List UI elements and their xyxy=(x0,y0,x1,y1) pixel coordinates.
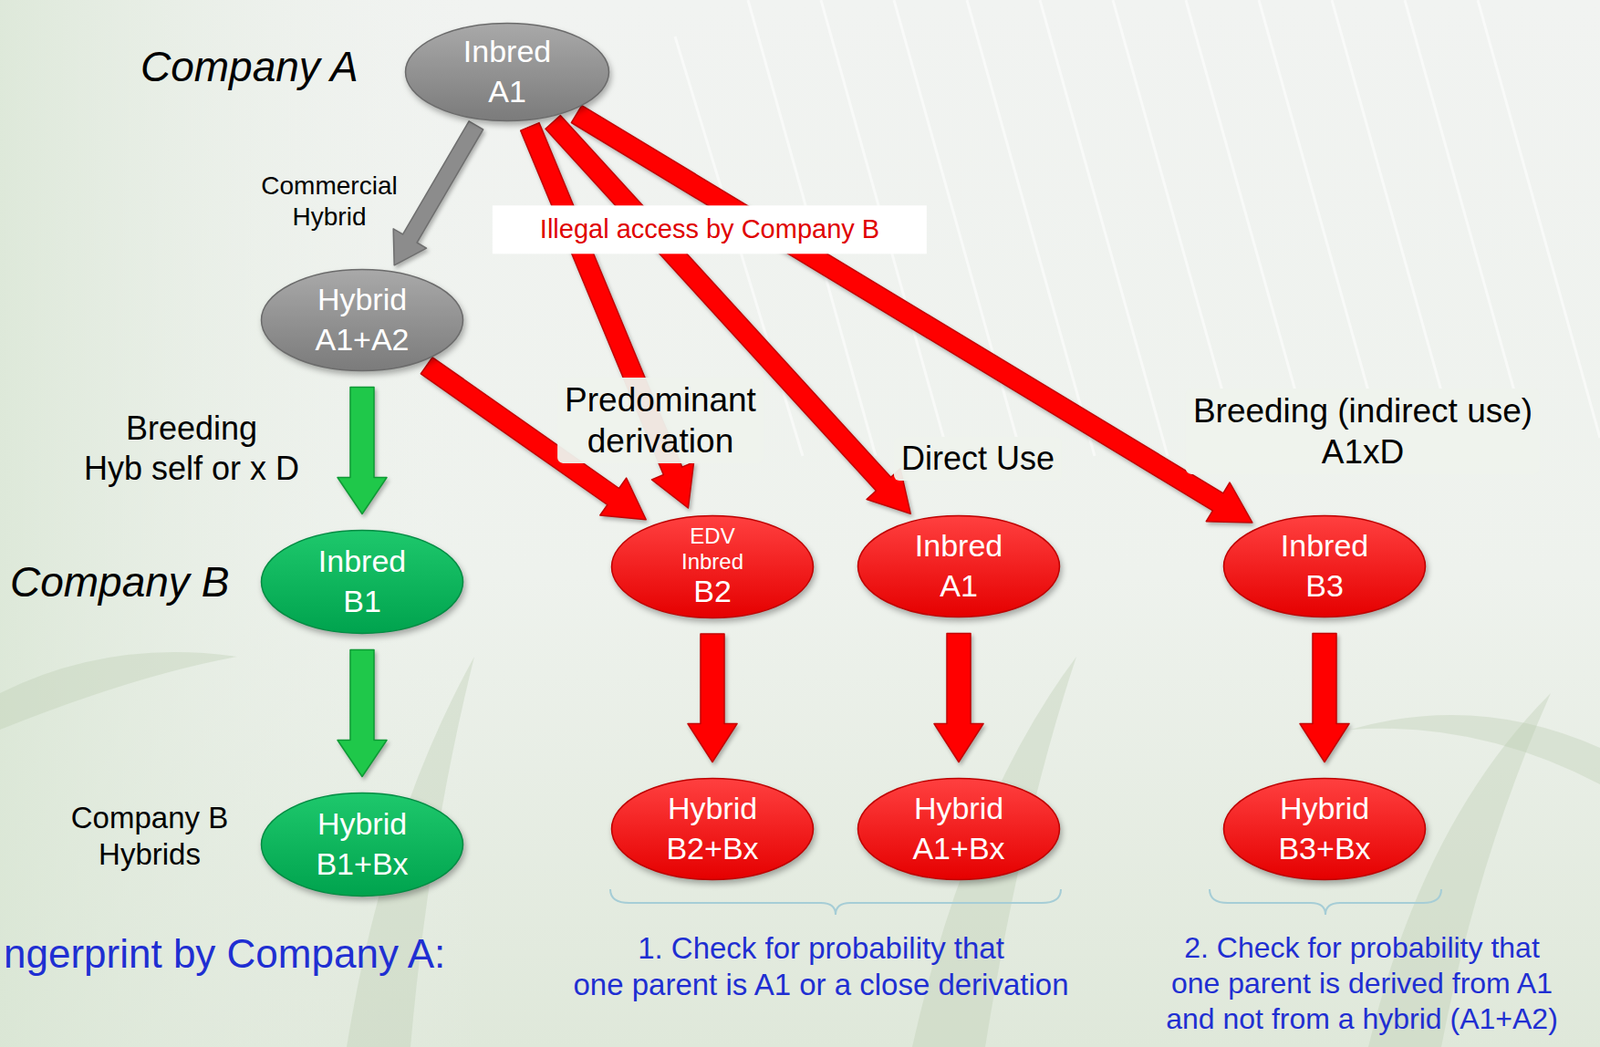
ellipse-outline xyxy=(261,530,464,634)
node-text: Hybrid B2+Bx xyxy=(665,789,759,869)
banner-label: Illegal access by Company B xyxy=(492,205,927,254)
row-label: Company B Hybrids xyxy=(71,800,229,874)
node-text: Hybrid B3+Bx xyxy=(1277,789,1371,869)
ellipse-node: Hybrid A1+A2 xyxy=(259,268,465,373)
group-title: Company B xyxy=(10,556,229,608)
ellipse-node: EDV InbredB2 xyxy=(610,514,815,620)
ellipse-outline xyxy=(612,515,814,618)
block-arrow xyxy=(1299,633,1350,763)
group-title: Company A xyxy=(140,41,359,93)
node-text: Inbred B1 xyxy=(318,541,406,622)
ellipse-outline xyxy=(1224,516,1426,618)
node-text: Hybrid A1+A2 xyxy=(314,280,409,360)
node-text: Hybrid B1+Bx xyxy=(315,804,408,884)
ellipse-outline xyxy=(261,793,464,897)
block-arrow xyxy=(687,633,738,763)
block-arrow xyxy=(934,633,984,763)
edge-label: Predominant derivation xyxy=(557,377,764,464)
ellipse-outline xyxy=(858,779,1060,881)
edge-label: Breeding Hyb self or x D xyxy=(83,408,300,489)
ellipse-outline xyxy=(612,779,814,881)
node-label: B2 xyxy=(693,573,732,610)
background-leaves xyxy=(0,652,1600,1047)
note-text: 1. Check for probability that one parent… xyxy=(572,930,1069,1005)
block-arrow xyxy=(337,387,387,515)
ellipse-node: Hybrid B3+Bx xyxy=(1222,777,1427,882)
ellipse-node: Hybrid B2+Bx xyxy=(610,777,815,882)
ellipse-outline xyxy=(1224,779,1426,881)
block-arrow xyxy=(393,121,483,266)
bracket xyxy=(1209,889,1442,915)
ellipse-outline xyxy=(261,270,464,372)
node-label: Hybrid B3+Bx xyxy=(1277,789,1371,869)
node-text: Inbred A1 xyxy=(463,31,551,112)
ellipse-node: Hybrid A1+Bx xyxy=(856,777,1061,882)
ellipse-outline xyxy=(858,516,1060,618)
edge-label: Commercial Hybrid xyxy=(260,170,397,233)
block-arrow xyxy=(337,650,387,778)
node-label: Inbred B3 xyxy=(1280,526,1369,606)
node-label: Inbred A1 xyxy=(914,526,1003,606)
node-label: Inbred A1 xyxy=(463,31,551,112)
node-label: Inbred B1 xyxy=(318,541,406,622)
node-text: Inbred A1 xyxy=(914,526,1003,606)
node-label: Hybrid A1+A2 xyxy=(314,280,409,360)
ellipse-node: Inbred A1 xyxy=(404,21,611,123)
bracket xyxy=(610,889,1061,915)
ellipse-node: Inbred B1 xyxy=(259,529,465,635)
node-label: Hybrid B1+Bx xyxy=(315,804,408,884)
block-arrow xyxy=(545,115,911,515)
note-text: 2. Check for probability that one parent… xyxy=(1165,930,1559,1038)
node-text: Hybrid A1+Bx xyxy=(912,789,1005,869)
node-label: EDV Inbred xyxy=(681,523,744,574)
node-label: Hybrid A1+Bx xyxy=(912,789,1005,869)
node-text: Inbred B3 xyxy=(1280,526,1369,606)
ellipse-node: Inbred B3 xyxy=(1222,514,1427,619)
node-text: EDV InbredB2 xyxy=(681,523,744,610)
ellipse-node: Hybrid B1+Bx xyxy=(259,791,465,898)
section-label: ngerprint by Company A: xyxy=(3,929,446,979)
edge-label: Direct Use xyxy=(893,436,1062,481)
ellipse-node: Inbred A1 xyxy=(856,514,1061,619)
edge-label: Breeding (indirect use) A1xD xyxy=(1185,388,1540,475)
node-label: Hybrid B2+Bx xyxy=(665,789,759,869)
ellipse-outline xyxy=(405,23,610,122)
